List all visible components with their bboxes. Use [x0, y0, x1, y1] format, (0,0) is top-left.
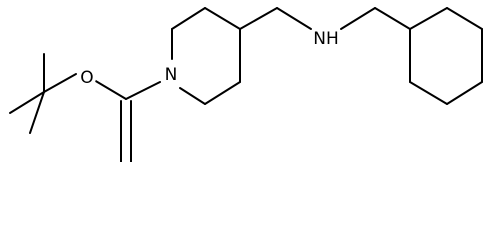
nh-to-methylene-bond [340, 7, 376, 30]
chemical-structure: O O N NH [9, 7, 483, 162]
ring-nitrogen-atom: N [162, 65, 180, 85]
tbutyl-methyl-left-bond [9, 91, 45, 114]
piperidine-bond-bottom-n [179, 87, 206, 105]
piperidine-bond-lower-bottom [204, 81, 241, 105]
methylene-to-nh-bond [276, 7, 312, 30]
piperidine-bond-top-c4 [204, 7, 241, 30]
tbutyl-to-oxygen-bond [43, 73, 77, 93]
c4-to-methylene-bond [239, 7, 278, 30]
carbonyl-to-nitrogen-bond [125, 81, 161, 100]
ester-oxygen-atom: O [78, 68, 96, 88]
cyclohexane-bond-4 [446, 81, 483, 105]
ring-nitrogen-label: N [165, 65, 178, 85]
piperidine-bond-upper-top [171, 7, 206, 30]
amine-nh-label: NH [313, 29, 339, 49]
cyclohexane-bond-2 [446, 7, 483, 30]
methylene-to-cyclohexyl-bond [374, 7, 411, 30]
oxygen-to-carbonyl-bond [93, 79, 127, 100]
bonds [9, 7, 483, 162]
ester-oxygen-label: O [80, 68, 93, 88]
amine-nh-atom: NH [313, 29, 339, 49]
cyclohexane-bond-1 [409, 7, 448, 30]
tbutyl-methyl-front-bond [29, 91, 45, 134]
atom-labels: O O N NH [78, 29, 339, 88]
cyclohexane-bond-5 [409, 81, 448, 105]
